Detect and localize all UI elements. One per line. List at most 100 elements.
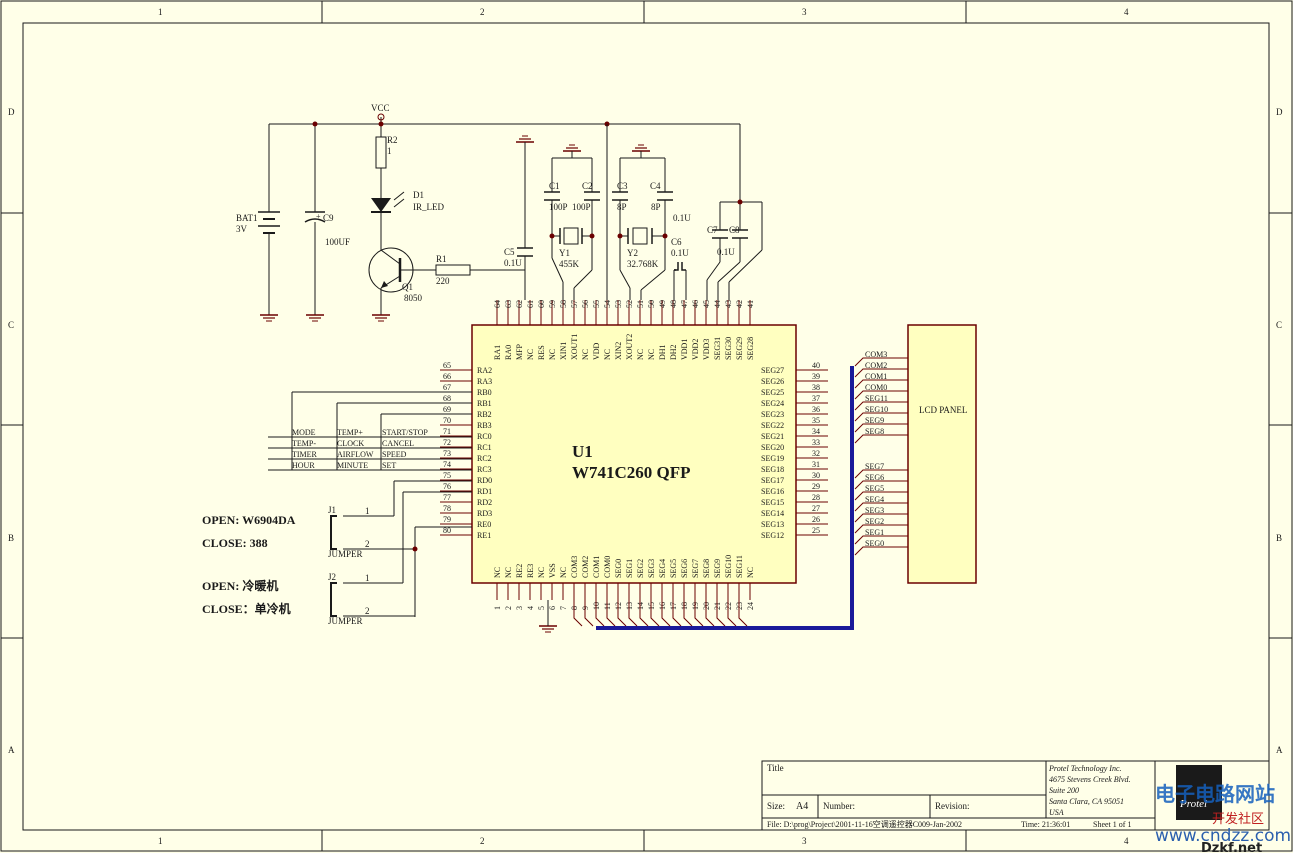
bottom-pin-name: SEG10 (724, 555, 733, 578)
top-pin-number: 62 (515, 300, 524, 308)
top-pin-number: 56 (581, 300, 590, 308)
lcd-net-label: SEG0 (865, 539, 884, 548)
watermark-line3: www.cndzz.com (1155, 826, 1291, 846)
top-pin-number: 54 (603, 300, 612, 308)
right-pin-number: 29 (812, 482, 820, 491)
top-pin-number: 61 (526, 300, 535, 308)
left-pin-name: RC0 (477, 432, 492, 441)
ground-icon (372, 314, 390, 322)
left-pin-name: RE1 (477, 531, 491, 540)
left-pin-number: 68 (443, 394, 451, 403)
bottom-pin-number: 4 (526, 606, 535, 610)
top-pin-name: XOUT1 (570, 334, 579, 360)
key-label: MINUTE (337, 461, 368, 470)
lcd-net-label: SEG10 (865, 405, 888, 414)
r1-ref: R1 (436, 254, 447, 264)
right-pin-name: SEG15 (761, 498, 784, 507)
key-label: SPEED (382, 450, 407, 459)
bottom-pin-name: NC (559, 567, 568, 578)
top-pin-name: VDD3 (702, 339, 711, 360)
top-pin-name: DH2 (669, 344, 678, 360)
company-line: 4675 Stevens Creek Blvd. (1049, 775, 1130, 784)
c9-ref: C9 (323, 213, 334, 223)
r2-ref: R2 (387, 135, 398, 145)
right-pin-number: 28 (812, 493, 820, 502)
vcc-terminal (377, 113, 385, 121)
top-pin-name: MFP (515, 343, 524, 360)
chip-ref: U1 (572, 442, 593, 461)
lcd-net-label: SEG5 (865, 484, 884, 493)
frame-row-label: C (1276, 320, 1282, 330)
top-pin-number: 48 (669, 300, 678, 308)
u1-chip-body (471, 324, 797, 584)
top-pin-number: 44 (713, 300, 722, 308)
top-pin-number: 64 (493, 300, 502, 308)
top-pin-name: SEG29 (735, 337, 744, 360)
number-label: Number: (823, 801, 855, 811)
top-pin-number: 49 (658, 300, 667, 308)
bottom-pin-number: 24 (746, 602, 755, 610)
bottom-pin-name: VSS (548, 563, 557, 578)
protel-logo: Protel (1179, 798, 1207, 810)
top-pin-name: RA1 (493, 345, 502, 360)
bottom-pin-name: RE2 (515, 564, 524, 578)
r2-resistor (375, 136, 387, 169)
lcd-net-label: COM2 (865, 361, 887, 370)
top-pin-name: NC (526, 349, 535, 360)
c4-value: 8P (651, 202, 661, 212)
right-pin-number: 36 (812, 405, 820, 414)
top-pin-number: 57 (570, 300, 579, 308)
top-pin-name: NC (603, 349, 612, 360)
right-pin-name: SEG12 (761, 531, 784, 540)
top-pin-name: XIN1 (559, 342, 568, 360)
left-pin-name: RE0 (477, 520, 491, 529)
inner-frame (22, 22, 1270, 831)
top-pin-name: SEG30 (724, 337, 733, 360)
frame-col-label: 4 (1124, 836, 1129, 846)
company-line: Protel Technology Inc. (1048, 764, 1122, 773)
c4-extra-value: 0.1U (673, 213, 691, 223)
top-pin-name: RES (537, 345, 546, 360)
bottom-pin-name: NC (746, 567, 755, 578)
c1-value: 100P (549, 202, 568, 212)
j2-jumper-label: JUMPER (328, 616, 363, 626)
top-pin-number: 42 (735, 300, 744, 308)
bottom-pin-name: SEG0 (614, 559, 623, 578)
lcd-net-label: COM0 (865, 383, 887, 392)
left-pin-number: 69 (443, 405, 451, 414)
right-pin-name: SEG26 (761, 377, 784, 386)
c6-ref: C6 (671, 237, 682, 247)
j1-pin2: 2 (365, 539, 370, 549)
left-pin-number: 66 (443, 372, 451, 381)
top-pin-number: 43 (724, 300, 733, 308)
size-value: A4 (796, 801, 808, 812)
bottom-pin-name: COM3 (570, 556, 579, 578)
top-pin-number: 46 (691, 300, 700, 308)
c8-ref: C8 (729, 225, 740, 235)
frame-row-label: A (1276, 745, 1283, 755)
bottom-pin-name: NC (537, 567, 546, 578)
key-label: SET (382, 461, 396, 470)
top-pin-name: NC (548, 349, 557, 360)
bat-value: 3V (236, 224, 248, 234)
c3-value: 8P (617, 202, 627, 212)
j2-ref: J2 (328, 572, 336, 582)
top-pin-name: NC (636, 349, 645, 360)
vcc-label: VCC (371, 103, 390, 113)
bottom-pin-number: 7 (559, 606, 568, 610)
lcd-net-label: SEG6 (865, 473, 884, 482)
lcd-net-label: SEG8 (865, 427, 884, 436)
y1-value: 455K (559, 259, 580, 269)
c2-value: 100P (572, 202, 591, 212)
title-block (761, 760, 1270, 831)
bottom-pin-number: 5 (537, 606, 546, 610)
d1-ref: D1 (413, 190, 424, 200)
right-pin-name: SEG22 (761, 421, 784, 430)
bat-ref: BAT1 (236, 213, 258, 223)
size-label: Size: (767, 801, 785, 811)
right-pin-number: 37 (812, 394, 820, 403)
c5-ref: C5 (504, 247, 515, 257)
frame-col-label: 2 (480, 7, 485, 17)
bottom-pin-name: SEG11 (735, 555, 744, 578)
